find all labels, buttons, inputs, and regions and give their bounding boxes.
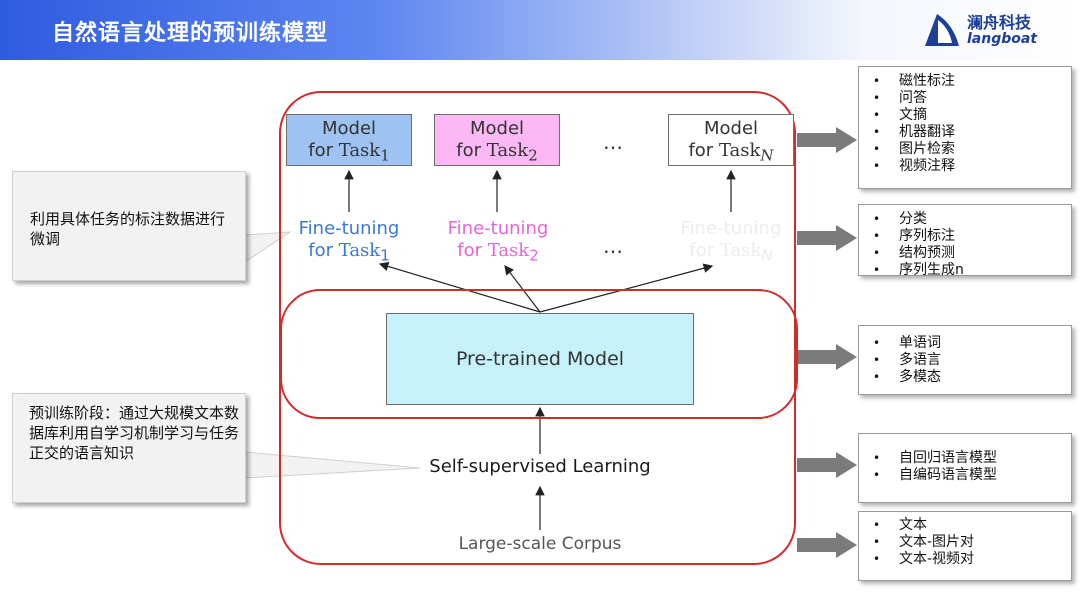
langboat-logo: 澜舟科技 langboat <box>921 8 1071 52</box>
model-task1-line1: Model <box>321 118 377 139</box>
sail-logo-icon <box>925 14 959 46</box>
list-item: 单语词 <box>873 335 1071 352</box>
finetune-task2-label: Fine-tuning for Task2 <box>428 218 568 267</box>
model-taskn-box: Model for TaskN <box>668 114 794 166</box>
pretrain-callout-text: 预训练阶段：通过大规模文本数据库利用自学习机制学习与任务正交的语言知识 <box>29 404 240 462</box>
list-item: 文本-视频对 <box>873 551 1071 568</box>
model-ellipsis: … <box>603 130 623 154</box>
list-item: 问答 <box>873 90 1071 107</box>
logo-chinese-text: 澜舟科技 <box>967 13 1032 32</box>
finetune-task2-line1: Fine-tuning <box>447 218 549 239</box>
pretrained-model-label: Pre-trained Model <box>455 348 625 370</box>
list-item: 序列标注 <box>873 228 1071 245</box>
finetune-ellipsis: … <box>603 234 623 258</box>
list-item: 文摘 <box>873 107 1071 124</box>
task-types-box: 分类 序列标注 结构预测 序列生成n <box>858 204 1072 279</box>
block-arrow-4 <box>797 452 857 478</box>
model-types-box: 单语词 多语言 多模态 <box>858 325 1072 395</box>
list-item: 多语言 <box>873 352 1071 369</box>
finetune-taskn-line1: Fine-tuning <box>680 218 782 239</box>
finetune-task1-label: Fine-tuning for Task1 <box>279 218 419 267</box>
list-item: 分类 <box>873 211 1071 228</box>
finetune-task2-line2: for Task2 <box>457 240 539 265</box>
finetune-taskn-label: Fine-tuning for TaskN <box>661 218 801 267</box>
list-item: 文本-图片对 <box>873 534 1071 551</box>
block-arrow-5 <box>797 532 857 558</box>
model-task2-line2: for Task2 <box>456 140 538 165</box>
learning-objectives-box: 自回归语言模型 自编码语言模型 <box>858 433 1072 503</box>
corpus-types-box: 文本 文本-图片对 文本-视频对 <box>858 511 1072 581</box>
block-arrow-2 <box>797 225 857 251</box>
list-item: 文本 <box>873 517 1071 534</box>
block-arrow-3 <box>797 344 857 370</box>
downstream-tasks-box: 磁性标注 问答 文摘 机器翻译 图片检索 视频注释 <box>858 66 1072 189</box>
pretrained-model-box: Pre-trained Model <box>386 313 694 405</box>
slide-title: 自然语言处理的预训练模型 <box>52 21 329 46</box>
finetune-task1-line2: for Task1 <box>308 240 390 265</box>
logo-english-text: langboat <box>967 31 1038 47</box>
finetune-callout: 利用具体任务的标注数据进行微调 <box>12 171 246 281</box>
list-item: 磁性标注 <box>873 73 1071 90</box>
finetune-task1-line1: Fine-tuning <box>298 218 400 239</box>
model-task1-box: Model for Task1 <box>286 114 412 166</box>
block-arrow-1 <box>797 127 857 153</box>
list-item: 序列生成n <box>873 262 1071 279</box>
model-task2-line1: Model <box>469 118 525 139</box>
list-item: 自编码语言模型 <box>873 467 1071 484</box>
finetune-taskn-line2: for TaskN <box>689 240 773 265</box>
list-item: 多模态 <box>873 369 1071 386</box>
self-supervised-learning-label: Self-supervised Learning <box>429 456 651 477</box>
list-item: 结构预测 <box>873 245 1071 262</box>
header-bar: 自然语言处理的预训练模型 澜舟科技 langboat <box>0 0 1080 60</box>
large-scale-corpus-label: Large-scale Corpus <box>458 534 622 554</box>
model-task2-box: Model for Task2 <box>434 114 560 166</box>
list-item: 图片检索 <box>873 141 1071 158</box>
list-item: 自回归语言模型 <box>873 450 1071 467</box>
model-taskn-line2: for TaskN <box>688 140 774 165</box>
model-taskn-line1: Model <box>703 118 759 139</box>
finetune-callout-text: 利用具体任务的标注数据进行微调 <box>30 210 226 248</box>
list-item: 机器翻译 <box>873 124 1071 141</box>
model-task1-line2: for Task1 <box>308 140 390 165</box>
arrow-pretrained-to-ft1 <box>378 261 541 313</box>
block-arrows <box>797 127 857 558</box>
pretrain-callout: 预训练阶段：通过大规模文本数据库利用自学习机制学习与任务正交的语言知识 <box>12 393 246 503</box>
list-item: 视频注释 <box>873 158 1071 175</box>
pretrained-stage-frame <box>280 289 798 419</box>
